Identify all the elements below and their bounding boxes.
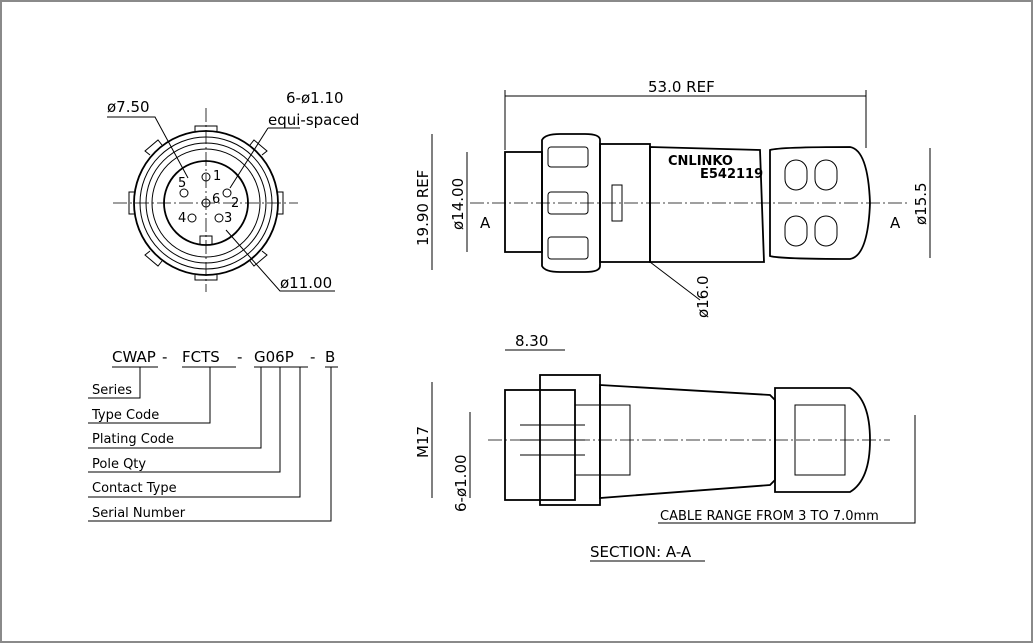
dim-depth: 8.30 [515,332,548,350]
code-dash-2: - [237,348,242,366]
side-view: CNLINKO E542119 53.0 REF 19.90 REF ø14.0… [414,78,931,318]
ring-3 [145,142,267,264]
insert-outline [163,160,249,246]
code-serial: B [325,348,335,366]
section-seal [794,404,846,476]
dim-holes: 6-ø1.10 [286,89,344,107]
gland-rib-3 [784,215,808,247]
ring-notches-diag [144,139,268,267]
key-notch [199,235,213,245]
label-series: Series [92,383,132,398]
gland-rib-4 [814,215,838,247]
code-leader-5 [88,367,301,498]
grip-3 [547,236,589,260]
dim-d-mid: ø16.0 [694,275,712,318]
ring-notches [128,125,284,281]
grip-1 [547,146,589,168]
pin-hole-3 [214,213,224,223]
pin-label-4: 4 [178,211,186,226]
brand-logo: CNLINKO [668,154,733,169]
pin-hole-6 [201,198,211,208]
cable-gland [769,146,871,260]
section-mark-left: A [480,214,491,232]
ring-2 [139,136,273,270]
label-serial-number: Serial Number [92,506,186,521]
gland-rib-1 [784,159,808,191]
section-view: 8.30 M17 6-ø1.00 CABLE RANGE FROM 3 TO 7… [414,332,916,562]
pin-label-5: 5 [178,176,186,191]
dim-d-inner: ø7.50 [107,98,150,116]
label-contact-type: Contact Type [92,481,177,496]
pin-label-2: 2 [231,196,239,211]
label-plating-code: Plating Code [92,432,174,447]
section-title: SECTION: A-A [590,543,692,561]
leader-cable [658,465,916,524]
ring-4 [151,148,261,258]
section-mark-right: A [890,214,901,232]
code-dash-1: - [162,348,167,366]
pin-hole-2 [222,188,232,198]
pin-hole-4 [187,213,197,223]
leader-holes [229,127,269,189]
pin-label-6: 6 [212,192,220,207]
pin-label-1: 1 [213,169,221,184]
code-leader-3 [88,367,262,449]
part-code-diagram: CWAP - FCTS - G06P - B Series Type Code … [88,348,338,522]
leader-d-mid [649,261,701,301]
code-leader-4 [88,367,281,473]
label-type-code: Type Code [91,408,159,423]
pin-hole-1 [201,172,211,182]
dim-d-outer: ø11.00 [280,274,332,292]
label-pole-qty: Pole Qty [92,457,146,472]
dim-height: 19.90 REF [414,170,432,246]
pin-label-3: 3 [224,211,232,226]
dim-length: 53.0 REF [648,78,715,96]
code-leader-6 [88,367,332,522]
code-pole: G06P [254,348,294,366]
cert-number: E542119 [700,167,763,182]
code-leader-2 [88,367,211,424]
section-body [599,384,776,499]
main-body [649,146,765,263]
dim-d-left: ø14.00 [449,178,467,230]
nose-body [504,151,543,253]
dim-thread: M17 [414,426,432,458]
pin-hole-5 [179,188,189,198]
dim-pin-dia: 6-ø1.00 [452,454,470,512]
dim-holes-note: equi-spaced [268,111,359,129]
cable-range-note: CABLE RANGE FROM 3 TO 7.0mm [660,509,879,524]
grip-2 [547,191,589,215]
code-leader-1 [88,367,141,399]
code-dash-3: - [310,348,315,366]
coupling-nut [541,133,601,273]
front-view: 1 2 3 4 5 6 ø7.50 6-ø1.10 equi-spaced ø1… [107,89,359,292]
code-series: CWAP [112,348,156,366]
collar-slot [611,184,623,222]
code-type: FCTS [182,348,220,366]
dim-d-right: ø15.5 [912,182,930,225]
leader-d-outer [225,229,335,292]
outer-ring [133,130,279,276]
leader-d-inner [107,116,189,179]
section-gland [774,387,871,493]
gland-rib-2 [814,159,838,191]
